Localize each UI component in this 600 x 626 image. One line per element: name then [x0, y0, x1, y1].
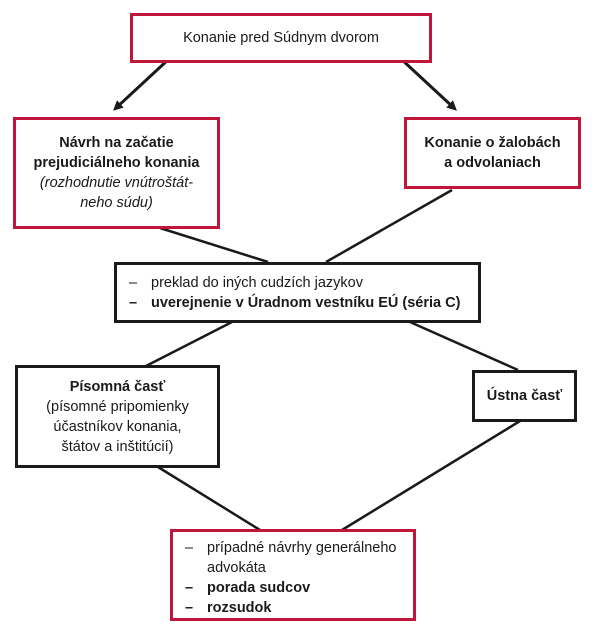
court-proceedings-label: Konanie pred Súdnym dvorom — [183, 30, 379, 46]
box-actions-appeals: Konanie o žalobách a odvolaniach — [404, 117, 581, 189]
bottom-item-text: advokáta — [207, 560, 266, 576]
middle-item-text: uverejnenie v Úradnom vestníku EÚ (séria… — [151, 295, 461, 311]
bottom-item-dash: – — [185, 540, 194, 556]
request-note-line1: (rozhodnutie vnútroštát- — [39, 175, 194, 191]
line-request-to-middle — [159, 226, 269, 264]
box-preliminary-request: Návrh na začatie prejudiciálneho konania… — [13, 117, 220, 229]
box-final-stage: – prípadné návrhy generálneho advokáta –… — [170, 529, 416, 621]
bottom-item-text: rozsudok — [207, 600, 272, 616]
middle-item-text: preklad do iných cudzích jazykov — [151, 275, 363, 291]
request-note-line2: neho súdu) — [80, 195, 153, 211]
bottom-item-dash: – — [185, 600, 194, 616]
written-title: Písomná časť — [69, 378, 166, 395]
middle-item: – uverejnenie v Úradnom vestníku EÚ (sér… — [129, 293, 468, 313]
box-translation-publication: – preklad do iných cudzích jazykov – uve… — [114, 262, 481, 323]
bottom-item-dash — [185, 558, 207, 578]
line-actions-to-middle — [325, 188, 453, 264]
line-middle-to-written — [145, 320, 233, 368]
actions-line2: a odvolaniach — [444, 155, 541, 171]
actions-line1: Konanie o žalobách — [424, 135, 561, 151]
written-line3: štátov a inštitúcií) — [61, 438, 174, 455]
middle-item-dash: – — [129, 275, 138, 291]
bottom-item-dash: – — [185, 580, 194, 596]
arrow-to-actions — [398, 56, 457, 111]
box-court-proceedings: Konanie pred Súdnym dvorom — [130, 13, 432, 63]
request-title-line1: Návrh na začatie — [59, 135, 174, 151]
box-oral-part: Ústna časť — [472, 370, 577, 422]
bottom-item: – prípadné návrhy generálneho — [185, 538, 403, 558]
bottom-item: – porada sudcov — [185, 578, 403, 598]
box-written-part: Písomná časť (písomné pripomienky účastn… — [15, 365, 220, 468]
request-title-line2: prejudiciálneho konania — [33, 155, 200, 171]
middle-item-dash: – — [129, 295, 138, 311]
bottom-item: advokáta — [185, 558, 403, 578]
bottom-item-text: porada sudcov — [207, 580, 311, 596]
oral-title: Ústna časť — [486, 388, 563, 404]
arrow-to-request — [113, 56, 172, 111]
line-middle-to-oral — [409, 320, 519, 372]
written-line2: účastníkov konania, — [53, 418, 182, 435]
line-oral-to-bottom — [341, 419, 521, 532]
middle-item: – preklad do iných cudzích jazykov — [129, 273, 468, 293]
line-written-to-bottom — [157, 465, 261, 532]
bottom-item-text: prípadné návrhy generálneho — [207, 540, 397, 556]
written-line1: (písomné pripomienky — [46, 398, 189, 415]
bottom-item: – rozsudok — [185, 598, 403, 618]
